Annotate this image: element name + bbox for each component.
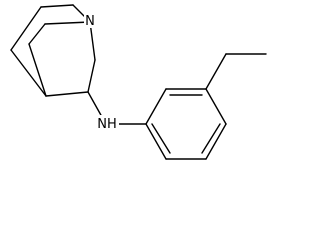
ring-bond-3 bbox=[205, 88, 227, 125]
nh-label-mask bbox=[95, 115, 119, 131]
ring-bond-6 bbox=[145, 123, 167, 160]
ring-bond-1 bbox=[145, 88, 167, 125]
bond-c3-to-nh bbox=[87, 91, 103, 118]
n-label-mask bbox=[84, 12, 97, 28]
ring-double-bond-left bbox=[151, 123, 171, 154]
bond-top-left-down bbox=[10, 6, 42, 51]
bond-bridgehead-to-c3 bbox=[45, 91, 89, 97]
bond-n-to-inner-left bbox=[44, 21, 91, 25]
bond-ring-right-to-c3 bbox=[87, 59, 96, 93]
bond-inner-left-down bbox=[28, 23, 46, 45]
bond-n-to-ring-right bbox=[89, 21, 96, 61]
bond-left-side bbox=[10, 49, 47, 97]
molecule-structure: N NH bbox=[10, 4, 267, 160]
ring-bond-4 bbox=[205, 123, 227, 160]
ethyl-bond-1 bbox=[205, 53, 227, 90]
bond-top-chain bbox=[40, 4, 74, 8]
bridgehead-nitrogen-label: N bbox=[85, 14, 95, 29]
bond-inner-left-to-bridgehead bbox=[28, 43, 47, 97]
amine-nh-label: NH bbox=[97, 117, 117, 132]
ring-double-bond-right bbox=[201, 123, 221, 154]
